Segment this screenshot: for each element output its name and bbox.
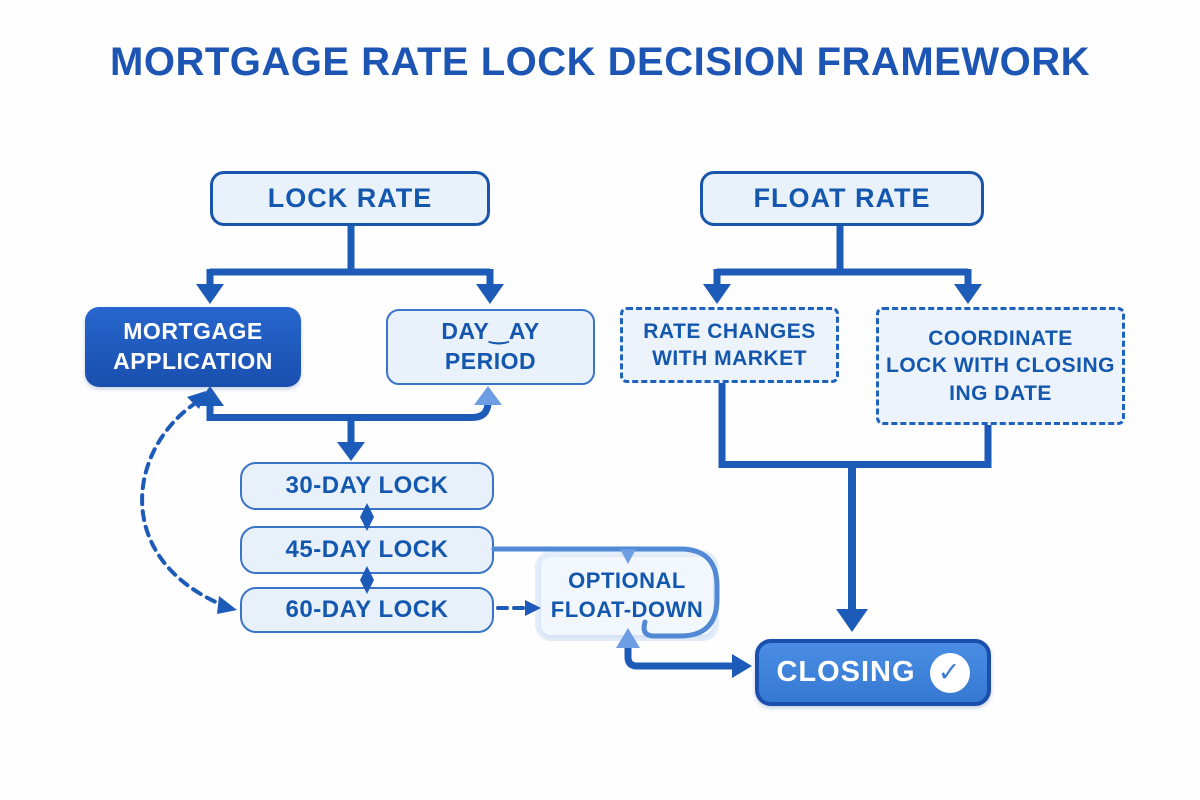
diagram-title: MORTGAGE RATE LOCK DECISION FRAMEWORK <box>110 40 1090 84</box>
node-day-period: DAY‿AY PERIOD <box>386 309 595 385</box>
node-closing-label: CLOSING <box>776 655 916 688</box>
node-lock-rate: LOCK RATE <box>210 171 490 226</box>
node-rate-changes: RATE CHANGES WITH MARKET <box>620 307 839 383</box>
float-rate-branch-connector <box>703 226 982 304</box>
node-float-rate-label: FLOAT RATE <box>753 182 931 213</box>
node-mortgage-application-line1: MORTGAGE <box>123 318 263 345</box>
application-to-60day-dashed-arrow <box>140 391 237 614</box>
node-30-day-lock: 30-DAY LOCK <box>240 462 494 510</box>
node-optional-float-down-line1: OPTIONAL <box>568 568 686 594</box>
node-60-day-lock: 60-DAY LOCK <box>240 587 494 633</box>
node-coordinate-lock-line2: LOCK WITH CLOSING <box>886 354 1115 378</box>
node-closing: CLOSING ✓ <box>755 639 991 706</box>
node-mortgage-application-line2: APPLICATION <box>113 348 273 374</box>
node-45-day-lock-label: 45-DAY LOCK <box>285 536 449 564</box>
node-float-rate: FLOAT RATE <box>700 171 984 226</box>
node-60-day-lock-label: 60-DAY LOCK <box>285 596 449 624</box>
node-rate-changes-line2: WITH MARKET <box>652 347 807 370</box>
node-rate-changes-line1: RATE CHANGES <box>643 319 816 343</box>
node-day-period-line1: DAY‿AY <box>441 318 540 345</box>
node-coordinate-lock-line3: ING DATE <box>949 381 1052 405</box>
node-day-period-line2: PERIOD <box>444 348 537 374</box>
node-optional-float-down-line2: FLOAT-DOWN <box>550 597 704 622</box>
node-coordinate-lock-line1: COORDINATE <box>928 327 1073 351</box>
60day-to-floatdown-dashed-arrow <box>496 600 541 616</box>
node-optional-float-down: OPTIONAL FLOAT-DOWN <box>541 557 713 635</box>
check-icon: ✓ <box>929 652 970 693</box>
node-lock-rate-label: LOCK RATE <box>267 182 433 213</box>
lock-rate-branch-connector <box>196 226 504 304</box>
floatdown-to-closing-connector <box>616 628 752 678</box>
node-mortgage-application: MORTGAGE APPLICATION <box>85 307 301 387</box>
check-icon-glyph: ✓ <box>937 657 962 687</box>
node-45-day-lock: 45-DAY LOCK <box>240 526 494 574</box>
node-30-day-lock-label: 30-DAY LOCK <box>285 472 449 500</box>
lock-options-connector <box>196 386 502 461</box>
node-coordinate-lock: COORDINATE LOCK WITH CLOSING ING DATE <box>876 307 1125 425</box>
